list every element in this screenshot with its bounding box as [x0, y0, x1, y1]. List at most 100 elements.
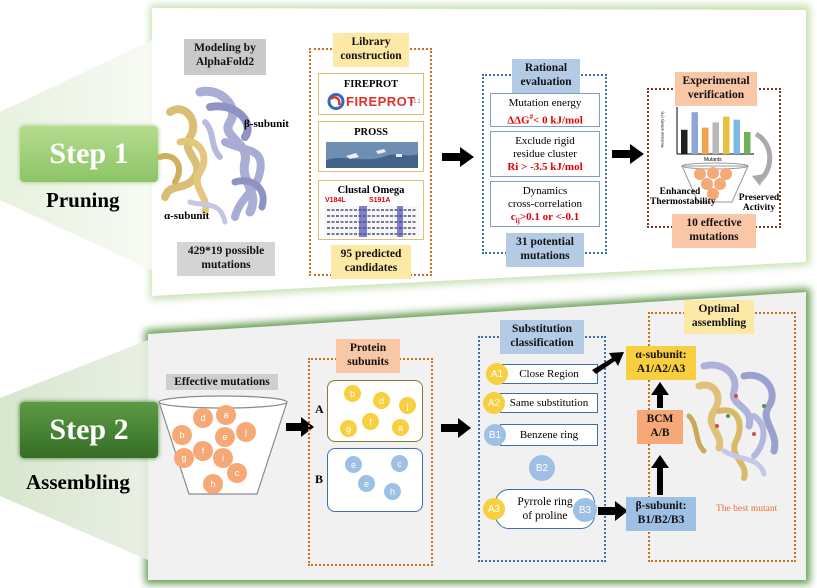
badge-b2: B2: [529, 455, 555, 481]
dyn-line3: cij>0.1 or <-0.1: [491, 211, 599, 228]
energy-ddg: ΔΔG: [507, 114, 530, 127]
activity-bar: [712, 122, 719, 154]
rigid-line3: Ri > -3.5 kJ/mol: [507, 161, 583, 173]
bowl-ball-c: c: [227, 463, 247, 483]
step2-button: Step 2: [20, 402, 158, 458]
arrow-rational-to-experimental: [612, 144, 644, 164]
enhanced-line2: Thermostability: [650, 197, 716, 207]
fireprot-card: FIREPROT FIREPROT v1.1: [318, 73, 424, 115]
possible-line2: mutations: [201, 259, 251, 271]
experimental-title-line1: Experimental: [682, 75, 750, 87]
chart-frame: [676, 107, 754, 155]
beta-line1: β-subunit:: [635, 500, 687, 512]
energy-line2: ΔΔG#< 0 kJ/mol: [491, 111, 599, 128]
dyn-value: >0.1 or <-0.1: [519, 211, 580, 223]
protein-title-line1: Protein: [349, 342, 387, 354]
bowl-ball-e: e: [215, 427, 235, 447]
optimal-title-line2: assembling: [691, 317, 747, 329]
protein-subunits-title: Protein subunits: [336, 339, 400, 373]
pross-card: PROSS: [318, 121, 424, 172]
close-region-row: Close Region: [500, 364, 598, 384]
protein-structure-1: [157, 86, 267, 225]
effective-line2: mutations: [689, 231, 739, 243]
bowl-ball-j: j: [236, 422, 256, 442]
bowl-ball-i: i: [213, 448, 233, 468]
beta-line2: B1/B2/B3: [637, 514, 685, 526]
residual-activity-chart: Residual activity (%) Mutants: [660, 107, 756, 163]
beta-subunit-group: β-subunit: B1/B2/B3: [626, 497, 696, 531]
sub-a-ball-b: b: [344, 385, 361, 402]
protein-title-line2: subunits: [347, 356, 389, 368]
possible-line1: 429*19 possible: [187, 245, 265, 257]
chart-y-axis-label: Residual activity (%): [659, 111, 665, 148]
alpha-line2: A1/A2/A3: [636, 363, 686, 375]
bowl-ball-b: b: [172, 425, 192, 445]
preserved-line2: Activity: [742, 203, 776, 213]
substitution-title: Substitution classification: [500, 320, 584, 354]
best-mutant-label: The best mutant: [716, 504, 778, 514]
benzene-ring-row: Benzene ring: [500, 424, 598, 446]
optimal-title-line1: Optimal: [698, 303, 740, 315]
energy-line1: Mutation energy: [508, 97, 582, 109]
bowl-ball-h: h: [203, 474, 223, 494]
candidates-line1: 95 predicted: [340, 248, 402, 260]
dyn-line2: cross-correlation: [508, 198, 582, 210]
energy-hash: #: [529, 113, 534, 121]
mutation-energy-card: Mutation energy ΔΔG#< 0 kJ/mol: [490, 93, 600, 127]
sub-a-ball-d: d: [373, 392, 390, 409]
modeling-label: Modeling by AlphaFold2: [184, 39, 266, 75]
preserved-line1: Preserved: [738, 193, 780, 203]
alpha-subunit-label: α-subunit: [164, 210, 210, 222]
modeling-label-line2: AlphaFold2: [195, 56, 255, 68]
subunit-a-label: A: [315, 402, 324, 416]
sub-a-ball-g: g: [340, 420, 357, 437]
energy-value: < 0 kJ/mol: [533, 114, 583, 127]
effective-mutations-label: 10 effective mutations: [672, 214, 756, 248]
rigid-cluster-card: Exclude rigid residue cluster Ri > -3.5 …: [490, 131, 600, 177]
pross-label: PROSS: [354, 127, 388, 138]
substitution-title-line2: classification: [510, 337, 574, 349]
rational-title-line2: evaluation: [520, 76, 572, 88]
bowl-ball-f: f: [193, 441, 213, 461]
fireprot-logo-swirl: [327, 93, 345, 110]
library-title: Library construction: [333, 33, 409, 67]
clustal-mutation-1: V184L: [325, 197, 346, 204]
effective-line1: 10 effective: [686, 217, 742, 229]
fireprot-logo: FIREPROT v1.1: [327, 93, 420, 110]
arrow-library-to-rational: [442, 147, 474, 167]
potential-line2: mutations: [520, 250, 570, 262]
potential-mutations-label: 31 potential mutations: [506, 233, 584, 267]
badge-a2: A2: [483, 392, 505, 414]
step1-subtitle: Pruning: [46, 188, 120, 212]
enhanced-label: Enhanced Thermostability: [650, 187, 716, 207]
arrow-bcm-from-beta: [651, 455, 669, 495]
badge-a3: A3: [483, 498, 505, 520]
cycle-arrow: [752, 131, 773, 186]
bcm-line2: A/B: [650, 427, 670, 439]
possible-mutations-label: 429*19 possible mutations: [177, 242, 275, 276]
experimental-title: Experimental verification: [675, 72, 757, 106]
chart-x-axis-label: Mutants: [704, 157, 722, 163]
alpha-subunit-group: α-subunit: A1/A2/A3: [626, 346, 696, 380]
sub-a-ball-j: j: [399, 397, 416, 414]
sub-a-ball-a: a: [392, 419, 409, 436]
arrow-subunits-to-classification: [441, 418, 471, 438]
predicted-candidates-label: 95 predicted candidates: [331, 245, 411, 279]
rigid-line1: Exclude rigid: [515, 135, 575, 147]
badge-a1: A1: [486, 363, 508, 385]
clustal-card: Clustal Omega V184L S191A: [318, 180, 424, 240]
beta-subunit-label: β-subunit: [244, 118, 289, 130]
pyrrole-line2: of proline: [522, 510, 568, 522]
dynamics-card: Dynamics cross-correlation cij>0.1 or <-…: [490, 181, 600, 227]
substitution-title-line1: Substitution: [511, 323, 573, 335]
dyn-ij: ij: [515, 217, 520, 226]
same-substitution-row: Same substitution: [500, 393, 598, 413]
activity-bar: [723, 116, 730, 154]
bcm-line1: BCM: [646, 413, 674, 425]
rational-title-line1: Rational: [524, 62, 568, 74]
arrow-bowl-to-subunits: [286, 417, 314, 437]
dyn-c: c: [510, 211, 516, 223]
library-title-line2: construction: [340, 50, 402, 62]
clustal-label: Clustal Omega: [337, 185, 405, 196]
preserved-label: Preserved Activity: [734, 193, 784, 213]
